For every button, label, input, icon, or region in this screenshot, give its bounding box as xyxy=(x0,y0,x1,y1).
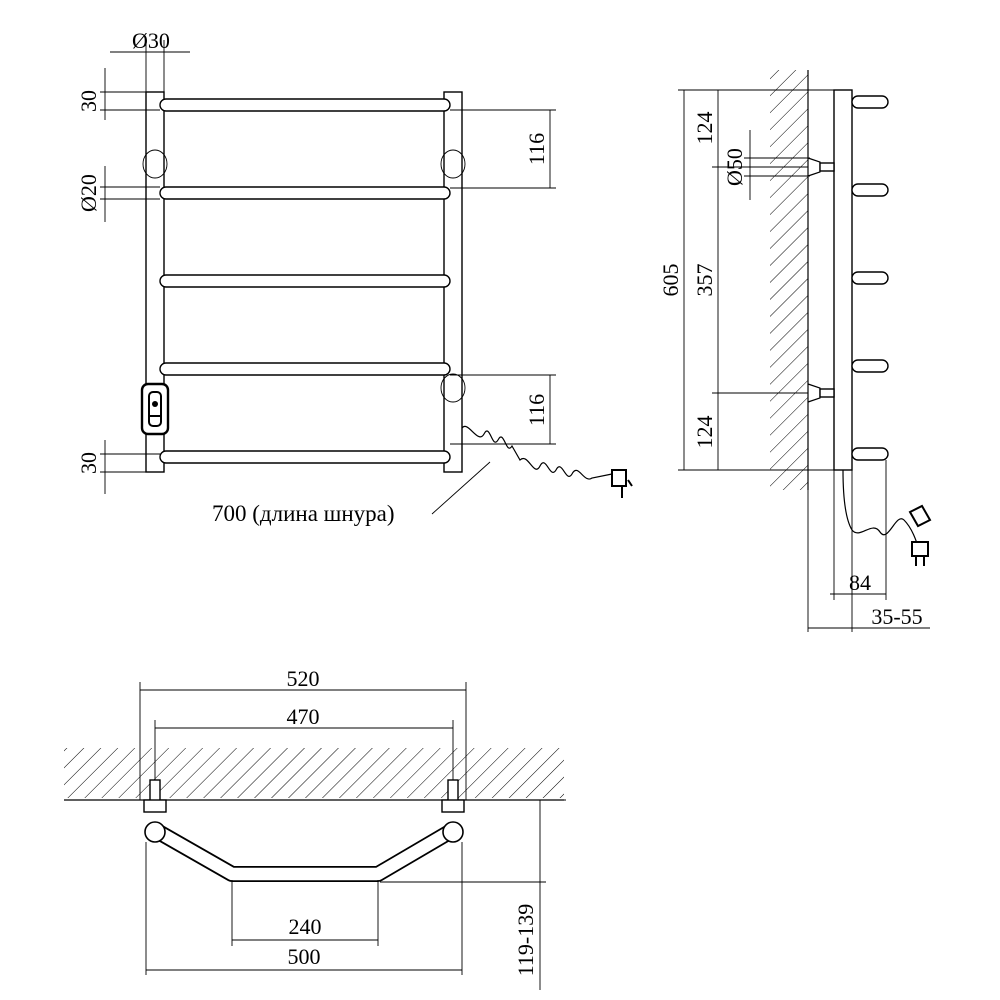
side-mount-top xyxy=(807,157,835,177)
rail-bar-4 xyxy=(159,362,451,376)
dim-bar-diameter: Ø20 xyxy=(76,174,101,212)
power-plug-icon xyxy=(611,469,633,498)
cord-length-note: 700 (длина шнура) xyxy=(212,501,395,526)
mount-stud-top-left xyxy=(142,149,168,179)
dim-overall-width: 520 xyxy=(287,666,320,691)
side-post xyxy=(833,89,853,471)
top-post-right xyxy=(442,821,464,843)
side-bar-stub-1 xyxy=(851,95,889,109)
rail-bar-3 xyxy=(159,274,451,288)
dim-inner-width: 240 xyxy=(289,914,322,939)
front-view: Ø30 30 Ø20 30 116 116 700 (длина шнура) xyxy=(76,28,633,526)
top-post-left xyxy=(144,821,166,843)
mount-stud-top-right xyxy=(440,149,466,179)
heater-switch-icon xyxy=(140,382,170,436)
top-wall-hatch xyxy=(64,748,564,798)
top-mount-right xyxy=(441,779,465,813)
wall-hatch xyxy=(770,70,808,490)
side-mount-bottom xyxy=(807,383,835,403)
side-bar-stub-5 xyxy=(851,447,889,461)
top-mount-left xyxy=(143,779,167,813)
dim-outer-width: 500 xyxy=(288,944,321,969)
dim-mount-diameter: Ø50 xyxy=(722,148,747,186)
side-power-plug-icon xyxy=(908,504,932,566)
dim-top-spacing: 116 xyxy=(524,133,549,165)
dim-top-mount: 124 xyxy=(692,112,717,145)
dim-tube-diameter: Ø30 xyxy=(132,28,170,53)
rail-bar-5 xyxy=(159,450,451,464)
side-view: 605 124 357 124 Ø50 84 35-55 xyxy=(658,70,932,632)
side-bar-stub-3 xyxy=(851,271,889,285)
side-bar-stub-4 xyxy=(851,359,889,373)
rail-bar-1 xyxy=(159,98,451,112)
dim-bottom-offset: 30 xyxy=(76,452,101,474)
power-cord-icon xyxy=(461,425,613,480)
side-bar-stub-2 xyxy=(851,183,889,197)
dim-depth: 84 xyxy=(849,570,871,595)
dim-top-offset: 30 xyxy=(76,90,101,112)
mount-stud-bottom-right xyxy=(440,373,466,403)
rail-bar-2 xyxy=(159,186,451,200)
dim-wall-gap: 35-55 xyxy=(871,604,922,629)
dim-bottom-spacing: 116 xyxy=(524,394,549,426)
dim-bottom-mount: 124 xyxy=(692,416,717,449)
side-power-cord-icon xyxy=(842,469,921,553)
dim-projection: 119-139 xyxy=(513,904,538,977)
dim-mount-spacing: 357 xyxy=(692,264,717,297)
top-view: 520 470 240 500 119-139 xyxy=(64,666,566,990)
dim-total-height: 605 xyxy=(658,264,683,297)
dim-mount-width: 470 xyxy=(287,704,320,729)
